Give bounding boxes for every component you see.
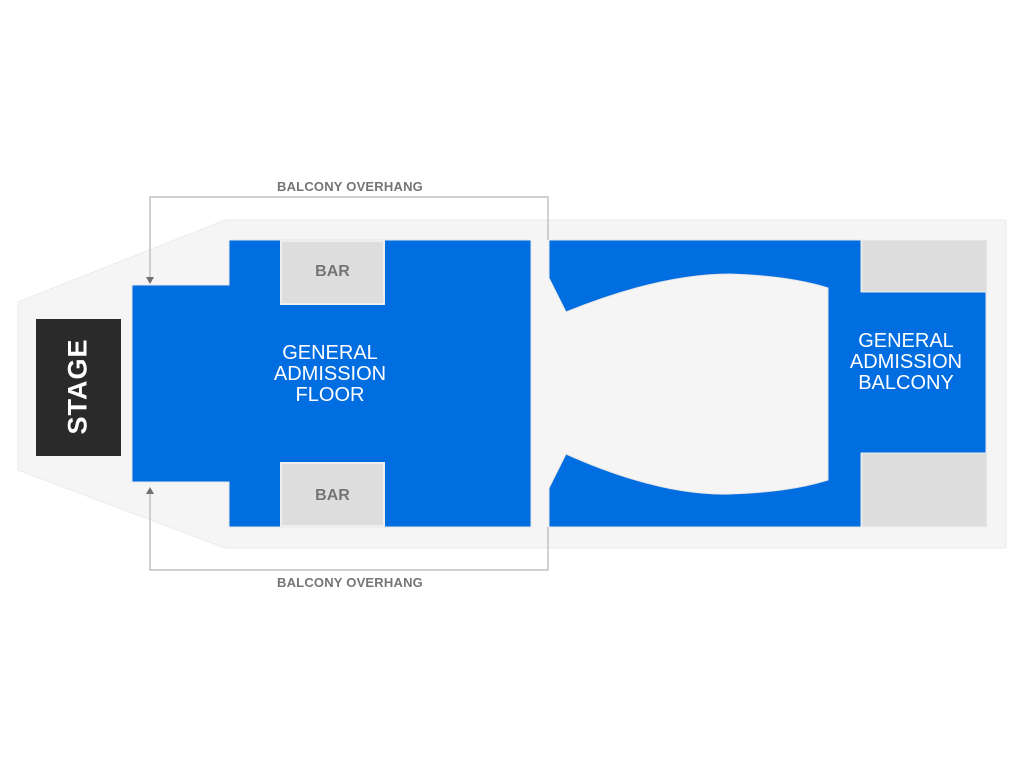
bar-top [280, 240, 385, 305]
ga-floor-label: GENERAL ADMISSION FLOOR [240, 343, 420, 406]
arrow-up-icon [146, 487, 154, 494]
section-ga-balcony[interactable] [548, 239, 987, 528]
arrow-down-icon [146, 277, 154, 284]
section-ga-floor[interactable] [131, 239, 532, 528]
ga-balcony-label-line: BALCONY [858, 372, 954, 394]
bar-label-top: BAR [315, 263, 350, 280]
bar-label-bottom: BAR [315, 487, 350, 504]
ga-balcony-label-line: GENERAL [858, 330, 954, 352]
overhang-label-bottom: BALCONY OVERHANG [277, 575, 423, 590]
balcony-box-bottom [861, 452, 988, 528]
ga-floor-label-line: ADMISSION [273, 363, 387, 385]
ga-balcony-label: GENERAL ADMISSION BALCONY [826, 331, 986, 394]
bar-bottom [280, 462, 385, 527]
ga-floor-label-line: FLOOR [295, 384, 365, 406]
overhang-bracket-bottom [149, 489, 549, 571]
overhang-label-top: BALCONY OVERHANG [277, 179, 423, 194]
balcony-box-top [861, 239, 988, 293]
ga-balcony-label-line: ADMISSION [849, 351, 963, 373]
ga-floor-label-line: GENERAL [282, 342, 378, 364]
overhang-bracket-top [149, 196, 549, 278]
stage-label: STAGE [62, 338, 93, 435]
stage [36, 319, 121, 456]
